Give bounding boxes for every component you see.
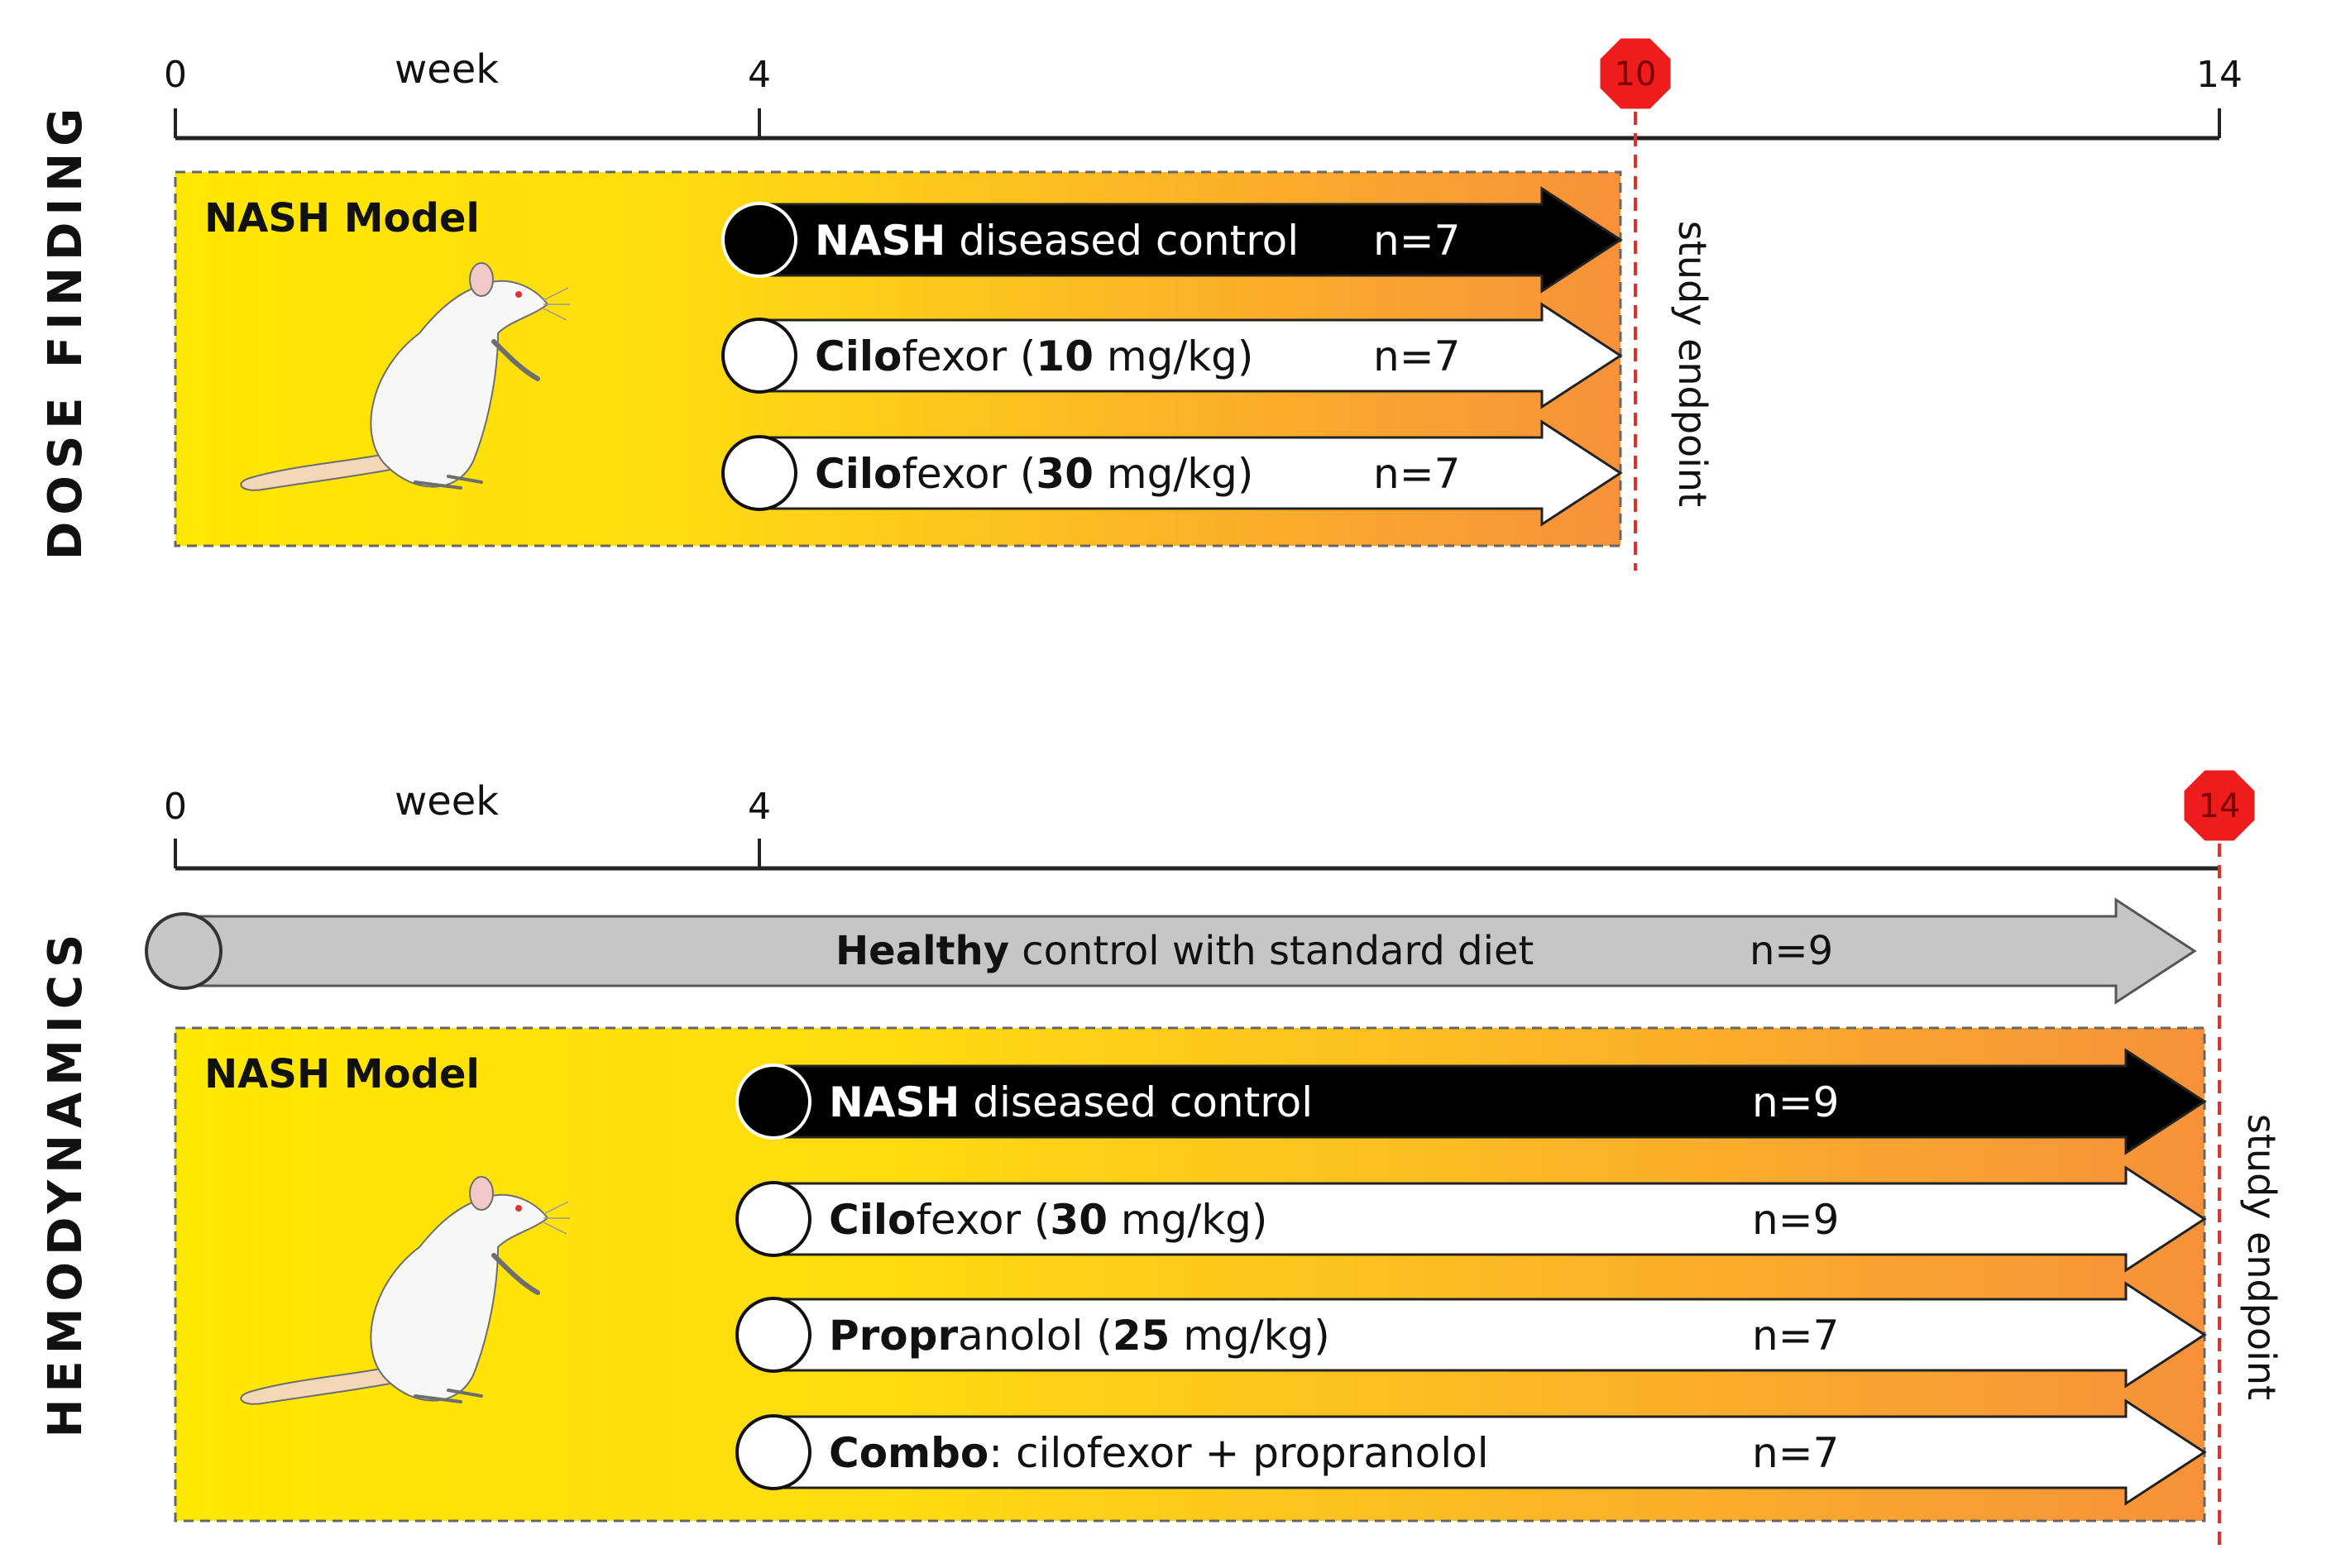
axis-label: week (395, 778, 499, 825)
label-part: fexor ( (902, 332, 1036, 380)
label-part: anolol ( (958, 1312, 1113, 1360)
label-part: 10 (1036, 332, 1094, 380)
endpoint-stop-sign (1600, 38, 1671, 109)
arm-circle (721, 435, 797, 511)
rat-tail (240, 452, 400, 491)
arm-arrow (758, 302, 1623, 409)
label-part: Cilo (829, 1196, 916, 1244)
section-label: DOSE FINDING (39, 102, 93, 560)
arm-n: n=9 (1752, 1196, 1839, 1244)
arm-label: Cilofexor (10 mg/kg) (815, 332, 1253, 380)
label-part: mg/kg) (1094, 332, 1253, 380)
arm-circle (721, 202, 797, 278)
rat-feet (414, 1389, 483, 1403)
arm-arrow (772, 1281, 2207, 1389)
label-part: diseased control (945, 217, 1299, 265)
arm-label: NASH diseased control (815, 217, 1299, 265)
healthy-circle (145, 912, 223, 990)
section-label: HEMODYNAMICS (39, 928, 93, 1438)
label-part: fexor ( (916, 1196, 1050, 1244)
label-part: Cilo (815, 450, 902, 498)
label-part: 25 (1113, 1312, 1170, 1360)
label-part: 30 (1036, 450, 1094, 498)
label-part: Combo (829, 1429, 988, 1477)
tick-label: 0 (164, 54, 187, 96)
arm-arrow (758, 419, 1623, 527)
label-part: mg/kg) (1094, 450, 1253, 498)
rat-feet (414, 475, 483, 490)
arm-n: n=9 (1752, 1078, 1839, 1126)
arm-circle (735, 1181, 811, 1257)
endpoint-stop-sign (2184, 770, 2255, 841)
arm-label: Cilofexor (30 mg/kg) (829, 1196, 1267, 1244)
arm-n: n=7 (1373, 217, 1460, 265)
rat-ear (469, 262, 494, 297)
rat-arm (491, 1253, 540, 1295)
rat-eye (515, 291, 522, 298)
label-part: Healthy (835, 928, 1009, 974)
arm-n: n=7 (1373, 450, 1460, 498)
panel-hemo: HEMODYNAMICS 0 4 week 14 study endpoint Health… (39, 770, 2284, 1546)
arm-n: n=7 (1373, 332, 1460, 380)
arm-label: Cilofexor (30 mg/kg) (815, 450, 1253, 498)
study-endpoint-label: study endpoint (2239, 1114, 2284, 1400)
rat-whiskers (543, 287, 570, 321)
rat-eye (515, 1205, 522, 1212)
endpoint-week-label: 14 (2199, 787, 2241, 825)
healthy-n: n=9 (1750, 928, 1833, 974)
rat-whiskers (543, 1201, 570, 1235)
label-part: mg/kg) (1170, 1312, 1329, 1360)
arm-arrow (772, 1398, 2207, 1506)
arm-arrow (772, 1048, 2207, 1155)
label-part: fexor ( (902, 450, 1036, 498)
axis-label: week (395, 46, 499, 93)
healthy-label: Healthy control with standard diet (835, 928, 1534, 974)
rat-ear (469, 1176, 494, 1211)
endpoint-week-label: 10 (1615, 55, 1657, 93)
label-part: Propr (829, 1312, 958, 1360)
arm-circle (735, 1414, 811, 1490)
label-part: : cilofexor + propranolol (988, 1429, 1488, 1477)
arm-n: n=7 (1752, 1429, 1839, 1477)
label-part: diseased control (960, 1078, 1313, 1126)
model-label: NASH Model (204, 1051, 480, 1097)
arm-arrow (758, 186, 1623, 294)
model-label: NASH Model (204, 195, 480, 241)
label-part: Cilo (815, 332, 902, 380)
tick-label: 14 (2196, 54, 2243, 96)
arm-circle (735, 1297, 811, 1373)
arm-label: Combo: cilofexor + propranolol (829, 1429, 1489, 1477)
panel-dose: DOSE FINDING 0 4 14 week 10 study endpoint NASH… (39, 38, 2243, 571)
label-part: NASH (829, 1078, 960, 1126)
rat-tail (240, 1366, 400, 1405)
rat-arm (491, 339, 540, 381)
tick-label: 4 (748, 786, 771, 828)
arm-label: NASH diseased control (829, 1078, 1313, 1126)
arm-label: Propranolol (25 mg/kg) (829, 1312, 1330, 1360)
label-part: mg/kg) (1108, 1196, 1267, 1244)
study-endpoint-label: study endpoint (1670, 221, 1715, 507)
arm-arrow (772, 1165, 2207, 1273)
tick-label: 0 (164, 786, 187, 828)
arm-circle (721, 318, 797, 394)
arm-n: n=7 (1752, 1312, 1839, 1360)
tick-label: 4 (748, 54, 771, 96)
label-part: control with standard diet (1009, 928, 1534, 974)
label-part: 30 (1050, 1196, 1108, 1244)
healthy-arrow (182, 897, 2197, 1005)
arm-circle (735, 1064, 811, 1140)
label-part: NASH (815, 217, 945, 265)
